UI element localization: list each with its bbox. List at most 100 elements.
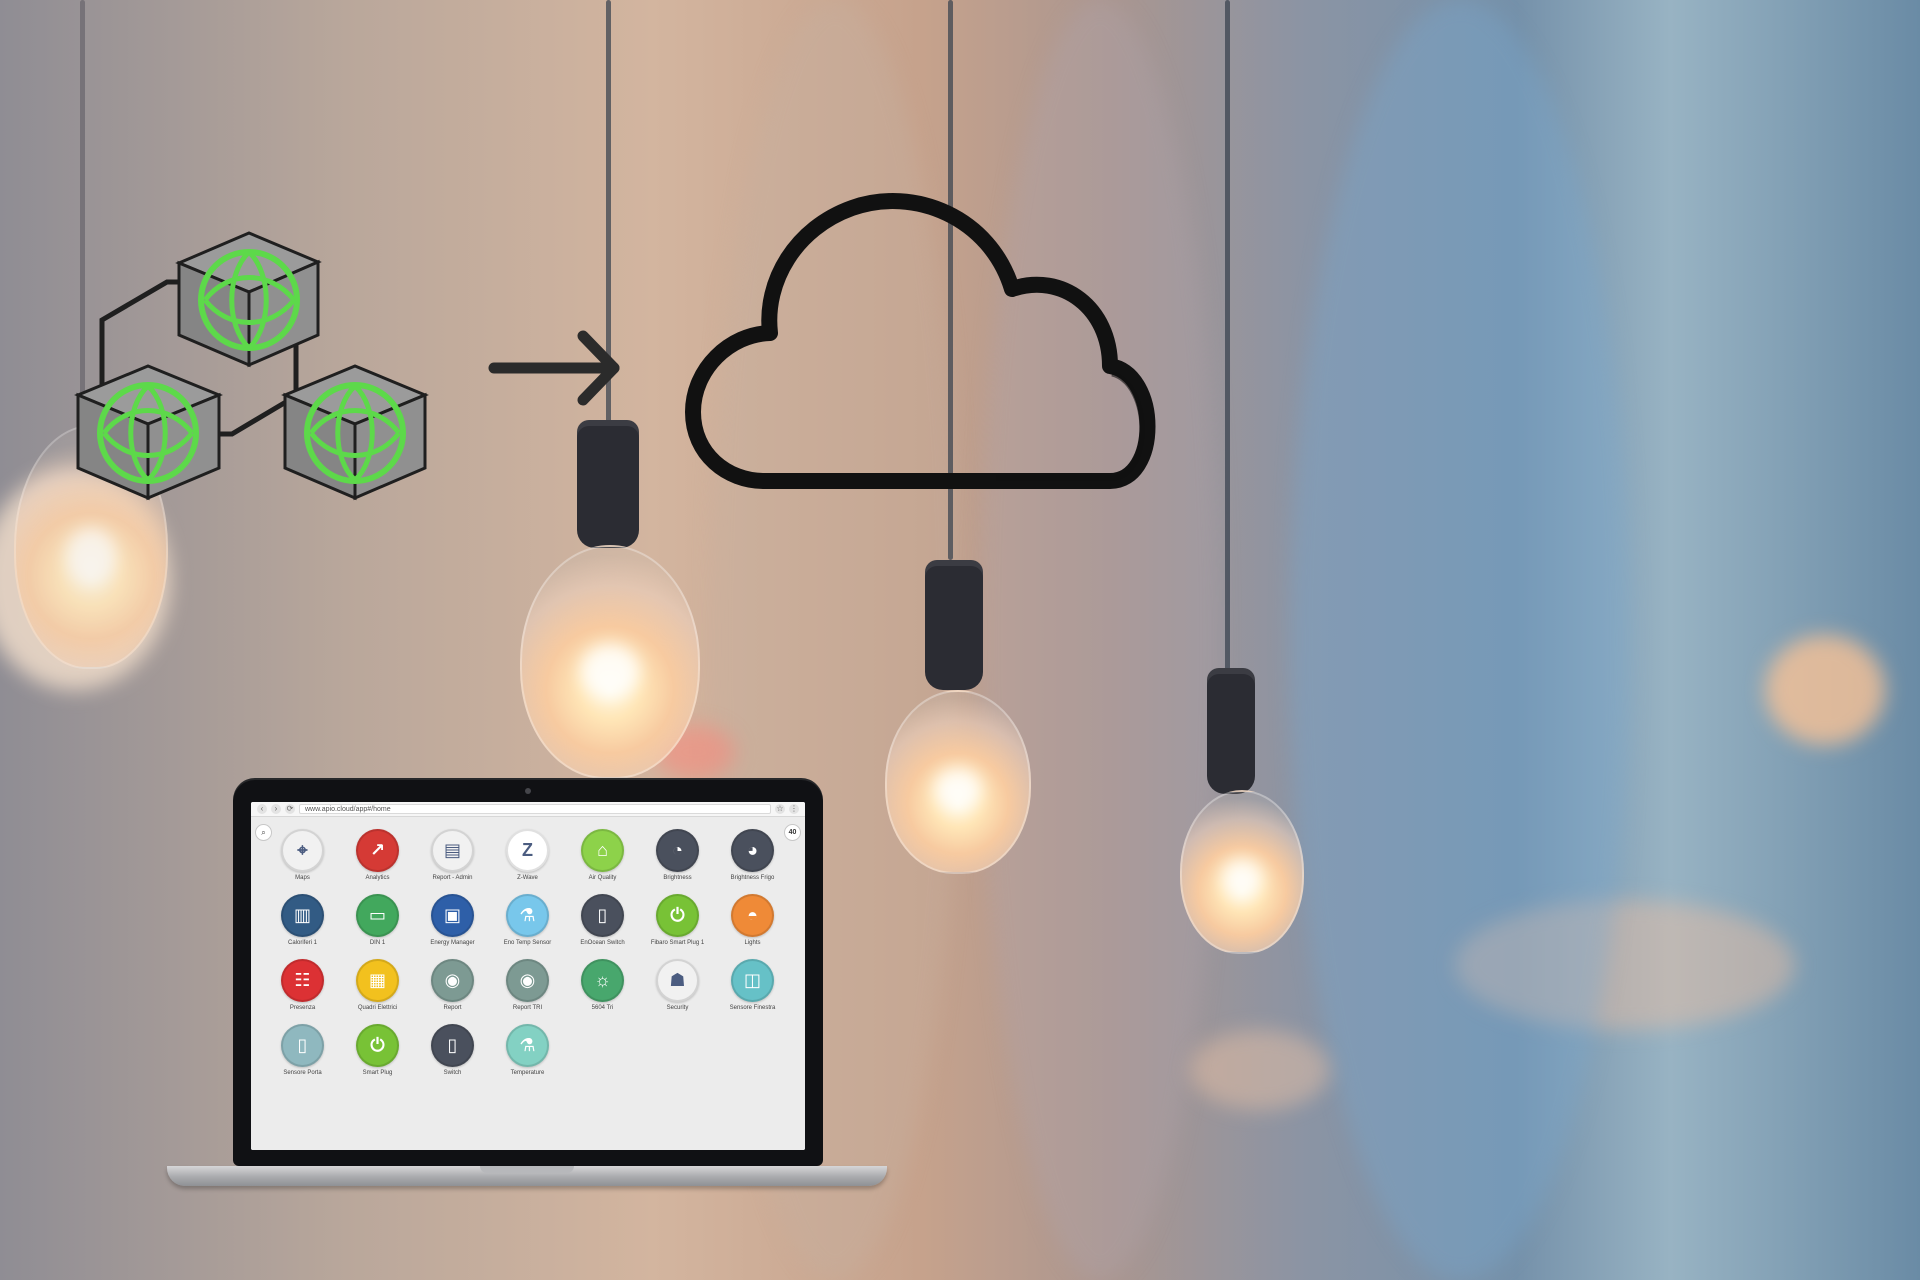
bokeh-light bbox=[1290, 0, 1630, 1280]
bulb-socket bbox=[925, 560, 983, 690]
app-tile[interactable]: ◫ Sensore Finestra bbox=[715, 959, 790, 1024]
app-tile[interactable]: ▣ Energy Manager bbox=[415, 894, 490, 959]
back-icon[interactable]: ‹ bbox=[257, 804, 267, 814]
energy-manager-icon-glyph: ▣ bbox=[443, 905, 461, 925]
window-sensor-icon: ◫ bbox=[731, 959, 774, 1002]
app-tile[interactable]: ▤ Report - Admin bbox=[415, 829, 490, 894]
app-tile[interactable]: ◕Brightness Frigo bbox=[715, 829, 790, 894]
analytics-icon-glyph: ↗ bbox=[369, 840, 386, 860]
laptop: ‹ › ⟳ www.apio.cloud/app#/home ☆ ⋮ ⌕ 40 … bbox=[167, 778, 887, 1188]
switch-icon-glyph: ▯ bbox=[447, 1035, 458, 1055]
din-icon-glyph: ▭ bbox=[368, 905, 386, 925]
security-icon-glyph: ☗ bbox=[669, 970, 686, 990]
app-label: Smart Plug bbox=[362, 1070, 393, 1076]
air-quality-icon-glyph: ⌂ bbox=[597, 840, 608, 860]
bokeh-light bbox=[655, 725, 735, 779]
radiator-icon-glyph: ▥ bbox=[293, 905, 311, 925]
app-tile[interactable]: ◉ Report TRI bbox=[490, 959, 565, 1024]
report-tri-icon: ◉ bbox=[506, 959, 549, 1002]
app-tile[interactable]: ⌂Air Quality bbox=[565, 829, 640, 894]
app-label: DIN 1 bbox=[369, 940, 386, 946]
brand-badge-label: 40 bbox=[788, 829, 797, 836]
lightbulb-icon: ☼ bbox=[581, 959, 624, 1002]
app-tile[interactable]: ◔Brightness bbox=[640, 829, 715, 894]
zwave-icon: Z bbox=[506, 829, 549, 872]
app-label: Energy Manager bbox=[430, 940, 475, 946]
app-tile[interactable]: ⚗ Temperature bbox=[490, 1024, 565, 1089]
window-sensor-icon-glyph: ◫ bbox=[743, 970, 761, 990]
app-tile[interactable]: ▥ Caloriferi 1 bbox=[265, 894, 340, 959]
app-label: Sensore Finestra bbox=[729, 1005, 776, 1011]
app-label: Report TRI bbox=[512, 1005, 543, 1011]
app-label: EnOcean Switch bbox=[580, 940, 625, 946]
cloud-icon bbox=[685, 193, 1156, 489]
app-tile[interactable]: ⏻Smart Plug bbox=[340, 1024, 415, 1089]
app-tile[interactable]: ☷ Presenza bbox=[265, 959, 340, 1024]
app-tile[interactable]: ▯ Sensore Porta bbox=[265, 1024, 340, 1089]
bokeh-light bbox=[1190, 1030, 1330, 1110]
electric-panel-icon: ▦ bbox=[356, 959, 399, 1002]
temperature-sensor-icon: ⚗ bbox=[506, 894, 549, 937]
brightness-frigo-icon: ◕ bbox=[731, 829, 774, 872]
forward-icon[interactable]: › bbox=[271, 804, 281, 814]
app-label: Fibaro Smart Plug 1 bbox=[650, 940, 705, 946]
search-icon[interactable]: ⌕ bbox=[255, 824, 272, 841]
app-label: Lights bbox=[744, 940, 761, 946]
app-tile[interactable]: ☗ Security bbox=[640, 959, 715, 1024]
brightness-icon-glyph: ◔ bbox=[672, 840, 683, 860]
app-tile[interactable]: ⌖Maps bbox=[265, 829, 340, 894]
bulb-socket bbox=[577, 420, 639, 548]
radiator-icon: ▥ bbox=[281, 894, 324, 937]
app-label: Z-Wave bbox=[517, 875, 538, 881]
app-tile[interactable]: ⏻ Fibaro Smart Plug 1 bbox=[640, 894, 715, 959]
app-tile[interactable]: ⚗Eno Temp Sensor bbox=[490, 894, 565, 959]
temperature-sensor-icon-glyph: ⚗ bbox=[519, 905, 536, 925]
bookmark-icon[interactable]: ☆ bbox=[775, 804, 785, 814]
presence-icon-glyph: ☷ bbox=[294, 970, 311, 990]
app-label: Quadri Elettrici bbox=[357, 1005, 398, 1011]
app-tile[interactable]: ▯Switch bbox=[415, 1024, 490, 1089]
bokeh-light bbox=[1455, 900, 1795, 1030]
din-icon: ▭ bbox=[356, 894, 399, 937]
app-tile[interactable]: Z Z-Wave bbox=[490, 829, 565, 894]
report-icon-glyph: ◉ bbox=[444, 970, 461, 990]
report-icon: ◉ bbox=[431, 959, 474, 1002]
app-label: Caloriferi 1 bbox=[287, 940, 317, 946]
smart-plug-icon-glyph: ⏻ bbox=[670, 905, 685, 925]
smart-plug-icon: ⏻ bbox=[656, 894, 699, 937]
top-node-cube bbox=[175, 231, 322, 368]
hanging-bulb bbox=[520, 545, 700, 779]
lights-icon-glyph: ◓ bbox=[747, 905, 758, 925]
app-label: Sensore Porta bbox=[283, 1070, 322, 1076]
app-tile[interactable]: ◉Report bbox=[415, 959, 490, 1024]
app-label: Security bbox=[666, 1005, 689, 1011]
app-label: Temperature bbox=[510, 1070, 545, 1076]
hanging-bulb bbox=[1180, 790, 1304, 954]
map-icon: ⌖ bbox=[281, 829, 324, 872]
analytics-icon: ↗ bbox=[356, 829, 399, 872]
app-tile[interactable]: ▯EnOcean Switch bbox=[565, 894, 640, 959]
temperature-icon: ⚗ bbox=[506, 1024, 549, 1067]
left-node-cube bbox=[74, 364, 223, 501]
camera-icon bbox=[525, 788, 531, 794]
right-node-cube bbox=[281, 364, 429, 501]
address-bar[interactable]: www.apio.cloud/app#/home bbox=[299, 804, 771, 814]
app-tile[interactable]: ▦ Quadri Elettrici bbox=[340, 959, 415, 1024]
door-sensor-icon: ▯ bbox=[281, 1024, 324, 1067]
app-tile[interactable]: ☼5604 Tri bbox=[565, 959, 640, 1024]
presence-icon: ☷ bbox=[281, 959, 324, 1002]
bulb-socket bbox=[1207, 668, 1255, 794]
app-label: Presenza bbox=[289, 1005, 316, 1011]
app-tile[interactable]: ▭ DIN 1 bbox=[340, 894, 415, 959]
more-icon[interactable]: ⋮ bbox=[789, 804, 799, 814]
lightbulb-icon-glyph: ☼ bbox=[594, 970, 611, 990]
refresh-icon[interactable]: ⟳ bbox=[285, 804, 295, 814]
app-label: Report - Admin bbox=[432, 875, 473, 881]
report-admin-icon-glyph: ▤ bbox=[443, 840, 461, 860]
app-tile[interactable]: ↗Analytics bbox=[340, 829, 415, 894]
url-text: www.apio.cloud/app#/home bbox=[305, 805, 391, 813]
electric-panel-icon-glyph: ▦ bbox=[368, 970, 386, 990]
app-tile[interactable]: ◓ Lights bbox=[715, 894, 790, 959]
map-icon-glyph: ⌖ bbox=[297, 840, 308, 860]
report-admin-icon: ▤ bbox=[431, 829, 474, 872]
